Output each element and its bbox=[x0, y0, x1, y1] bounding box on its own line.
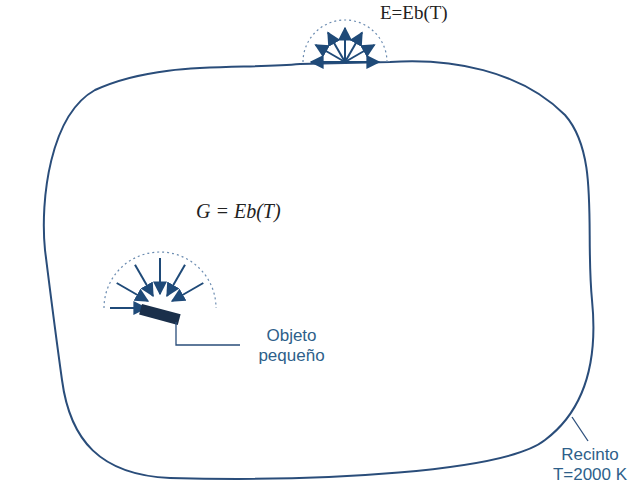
object-label: Objeto pequeño bbox=[244, 326, 339, 366]
small-object bbox=[139, 304, 180, 325]
enclosure-outline bbox=[44, 61, 594, 479]
emission-rays bbox=[303, 20, 387, 62]
enclosure-leader-line bbox=[572, 417, 588, 441]
object-leader-line bbox=[176, 322, 240, 345]
irradiation-label: G = Eb(T) bbox=[196, 200, 281, 223]
enclosure-label: Recinto T=2000 K bbox=[544, 445, 636, 485]
emissive-power-label: E=Eb(T) bbox=[380, 2, 448, 24]
irradiation-rays bbox=[104, 252, 216, 308]
